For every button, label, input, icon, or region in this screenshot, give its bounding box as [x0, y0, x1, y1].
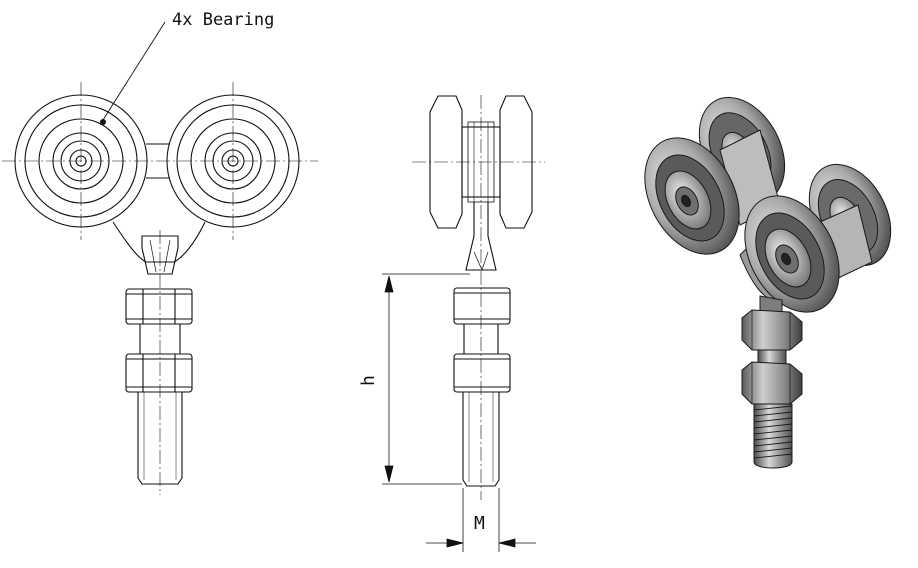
front-right-wheel	[166, 94, 300, 228]
side-centerlines	[412, 95, 545, 500]
side-stem-plate	[465, 202, 497, 271]
iso-threaded-rod	[753, 403, 793, 469]
iso-front-right-wheel	[744, 195, 840, 313]
front-lower-nut	[125, 353, 193, 393]
bearing-callout-label: 4x Bearing	[172, 10, 274, 30]
front-threaded-shank	[137, 392, 183, 485]
side-upper-nut	[453, 287, 511, 325]
iso-lower-nut	[741, 361, 803, 405]
side-view	[382, 95, 545, 552]
thread-dimension	[426, 488, 536, 552]
front-stem-head	[141, 235, 179, 275]
height-dimension-label: h	[358, 375, 379, 386]
front-left-wheel	[14, 94, 148, 228]
iso-upper-nut	[741, 309, 803, 351]
isometric-view	[644, 96, 892, 469]
iso-front-left-wheel	[644, 137, 740, 255]
side-threaded-shank	[462, 392, 500, 487]
thread-dimension-label: M	[474, 513, 485, 534]
side-left-wheel	[429, 95, 463, 229]
side-hub	[461, 126, 501, 198]
front-bracket	[112, 221, 206, 263]
bearing-callout-leader	[100, 21, 166, 125]
height-dimension	[382, 273, 470, 485]
front-upper-nut	[125, 288, 193, 325]
side-lower-nut	[453, 353, 511, 393]
front-view	[2, 21, 318, 495]
